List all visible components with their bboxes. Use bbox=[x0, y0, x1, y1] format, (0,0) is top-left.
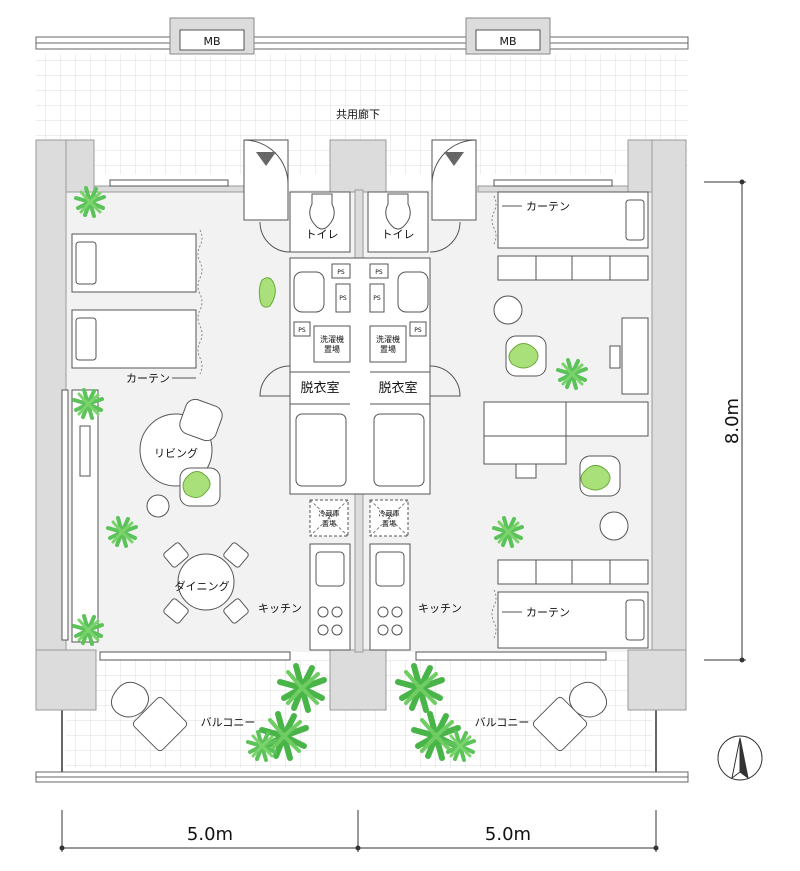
kitchen-counter-left bbox=[309, 543, 351, 651]
corridor-railing-top bbox=[35, 36, 689, 50]
fridge-space-right: 冷蔵庫 置場 bbox=[369, 499, 409, 537]
ps-label-4: PS bbox=[373, 295, 381, 302]
toilet-label-left: トイレ bbox=[306, 228, 339, 241]
kitchen-label-left: キッチン bbox=[258, 602, 302, 615]
meter-box-right: MB bbox=[465, 17, 551, 55]
stool-right bbox=[515, 463, 537, 479]
ps-label-3: PS bbox=[339, 295, 347, 302]
dimension-width-right: 5.0m bbox=[485, 824, 531, 845]
toilet-door-swing-left bbox=[259, 221, 291, 253]
person-left-living bbox=[182, 471, 211, 498]
fridge-label-left-1: 冷蔵庫 bbox=[319, 509, 340, 518]
ps-label-1: PS bbox=[337, 269, 345, 276]
side-table-right-bottom bbox=[599, 511, 629, 541]
window-bottom-left bbox=[99, 651, 291, 661]
curtain-right-bottom bbox=[491, 589, 497, 639]
side-table-left bbox=[146, 494, 170, 518]
balcony-chair-right bbox=[532, 681, 608, 752]
toilet-label-right: トイレ bbox=[382, 228, 415, 241]
washer-label-right-2: 置場 bbox=[380, 344, 396, 354]
ps-label-6: PS bbox=[414, 327, 422, 334]
person-left-standing bbox=[258, 277, 276, 308]
wet-core bbox=[289, 191, 431, 495]
curtain-label-right-bottom: カーテン bbox=[526, 606, 570, 619]
washer-label-left-2: 置場 bbox=[324, 344, 340, 354]
tv-left bbox=[79, 425, 91, 477]
storage-right-top bbox=[497, 255, 649, 281]
armchair-1 bbox=[179, 398, 223, 442]
dimension-width-left: 5.0m bbox=[187, 824, 233, 845]
desk-chair-right bbox=[609, 345, 621, 369]
fridge-space-left: 冷蔵庫 置場 bbox=[309, 499, 349, 537]
window-top-left bbox=[109, 179, 229, 187]
curtain-right-top bbox=[491, 195, 497, 245]
washer-label-left-1: 洗濯機 bbox=[320, 334, 344, 344]
balcony-chair-left bbox=[110, 681, 188, 752]
balcony-label-left: バルコニー bbox=[201, 716, 256, 729]
bed-left-1 bbox=[71, 233, 197, 293]
dining-table bbox=[177, 553, 235, 611]
dining-chairs bbox=[163, 542, 249, 624]
balcony-railing bbox=[35, 710, 689, 783]
entrance-door-left bbox=[243, 139, 289, 221]
dimension-vertical bbox=[704, 179, 746, 663]
toilet-fixture-left bbox=[309, 193, 335, 230]
pipe-space-boxes bbox=[293, 263, 427, 337]
ps-label-5: PS bbox=[298, 327, 306, 334]
side-table-right-top bbox=[493, 295, 523, 325]
dressing-room-label-right: 脱衣室 bbox=[378, 380, 417, 396]
window-bottom-right bbox=[415, 651, 607, 661]
dining-label: ダイニング bbox=[175, 579, 230, 593]
meter-box-left: MB bbox=[169, 17, 255, 55]
entrance-door-right bbox=[431, 139, 477, 221]
curtain-label-right-top: カーテン bbox=[526, 200, 570, 213]
fridge-label-right-1: 冷蔵庫 bbox=[379, 509, 400, 518]
mb-label-right: MB bbox=[499, 35, 516, 48]
kitchen-counter-right bbox=[369, 543, 411, 651]
dressing-door-swing-right bbox=[429, 365, 461, 397]
storage-right-bottom bbox=[497, 559, 649, 585]
fridge-label-right-2: 置場 bbox=[382, 519, 396, 528]
bed-right-2 bbox=[497, 591, 649, 649]
mb-label-left: MB bbox=[203, 35, 220, 48]
washer-label-right-1: 洗濯機 bbox=[376, 334, 400, 344]
toilet-door-swing-right bbox=[429, 221, 461, 253]
kitchen-label-right: キッチン bbox=[418, 602, 462, 615]
curtain-label-left: カーテン bbox=[126, 372, 170, 385]
storage-dividers bbox=[535, 256, 611, 584]
north-arrow-icon bbox=[717, 735, 763, 781]
triangle-down-icon bbox=[444, 152, 464, 166]
ps-label-2: PS bbox=[375, 269, 383, 276]
walls bbox=[35, 139, 687, 711]
person-right-middle bbox=[580, 465, 611, 491]
desk-right bbox=[621, 317, 649, 395]
dressing-door-swing-left bbox=[259, 365, 291, 397]
person-right-top bbox=[508, 343, 539, 369]
bed-right-1 bbox=[497, 191, 649, 249]
corridor-label: 共用廊下 bbox=[336, 107, 380, 121]
tv-stand-right bbox=[483, 435, 567, 465]
fridge-label-left-2: 置場 bbox=[322, 519, 336, 528]
balcony-label-right: バルコニー bbox=[475, 716, 530, 729]
window-left-side bbox=[61, 389, 69, 641]
dressing-room-label-left: 脱衣室 bbox=[300, 380, 339, 396]
window-top-right bbox=[493, 179, 613, 187]
toilet-fixture-right bbox=[385, 193, 411, 230]
dimension-horizontal bbox=[59, 810, 659, 852]
bed-left-2 bbox=[71, 309, 197, 369]
dimension-depth: 8.0m bbox=[722, 398, 743, 444]
curtain-left bbox=[197, 229, 203, 375]
living-label: リビング bbox=[154, 446, 198, 460]
triangle-down-icon bbox=[256, 152, 276, 166]
